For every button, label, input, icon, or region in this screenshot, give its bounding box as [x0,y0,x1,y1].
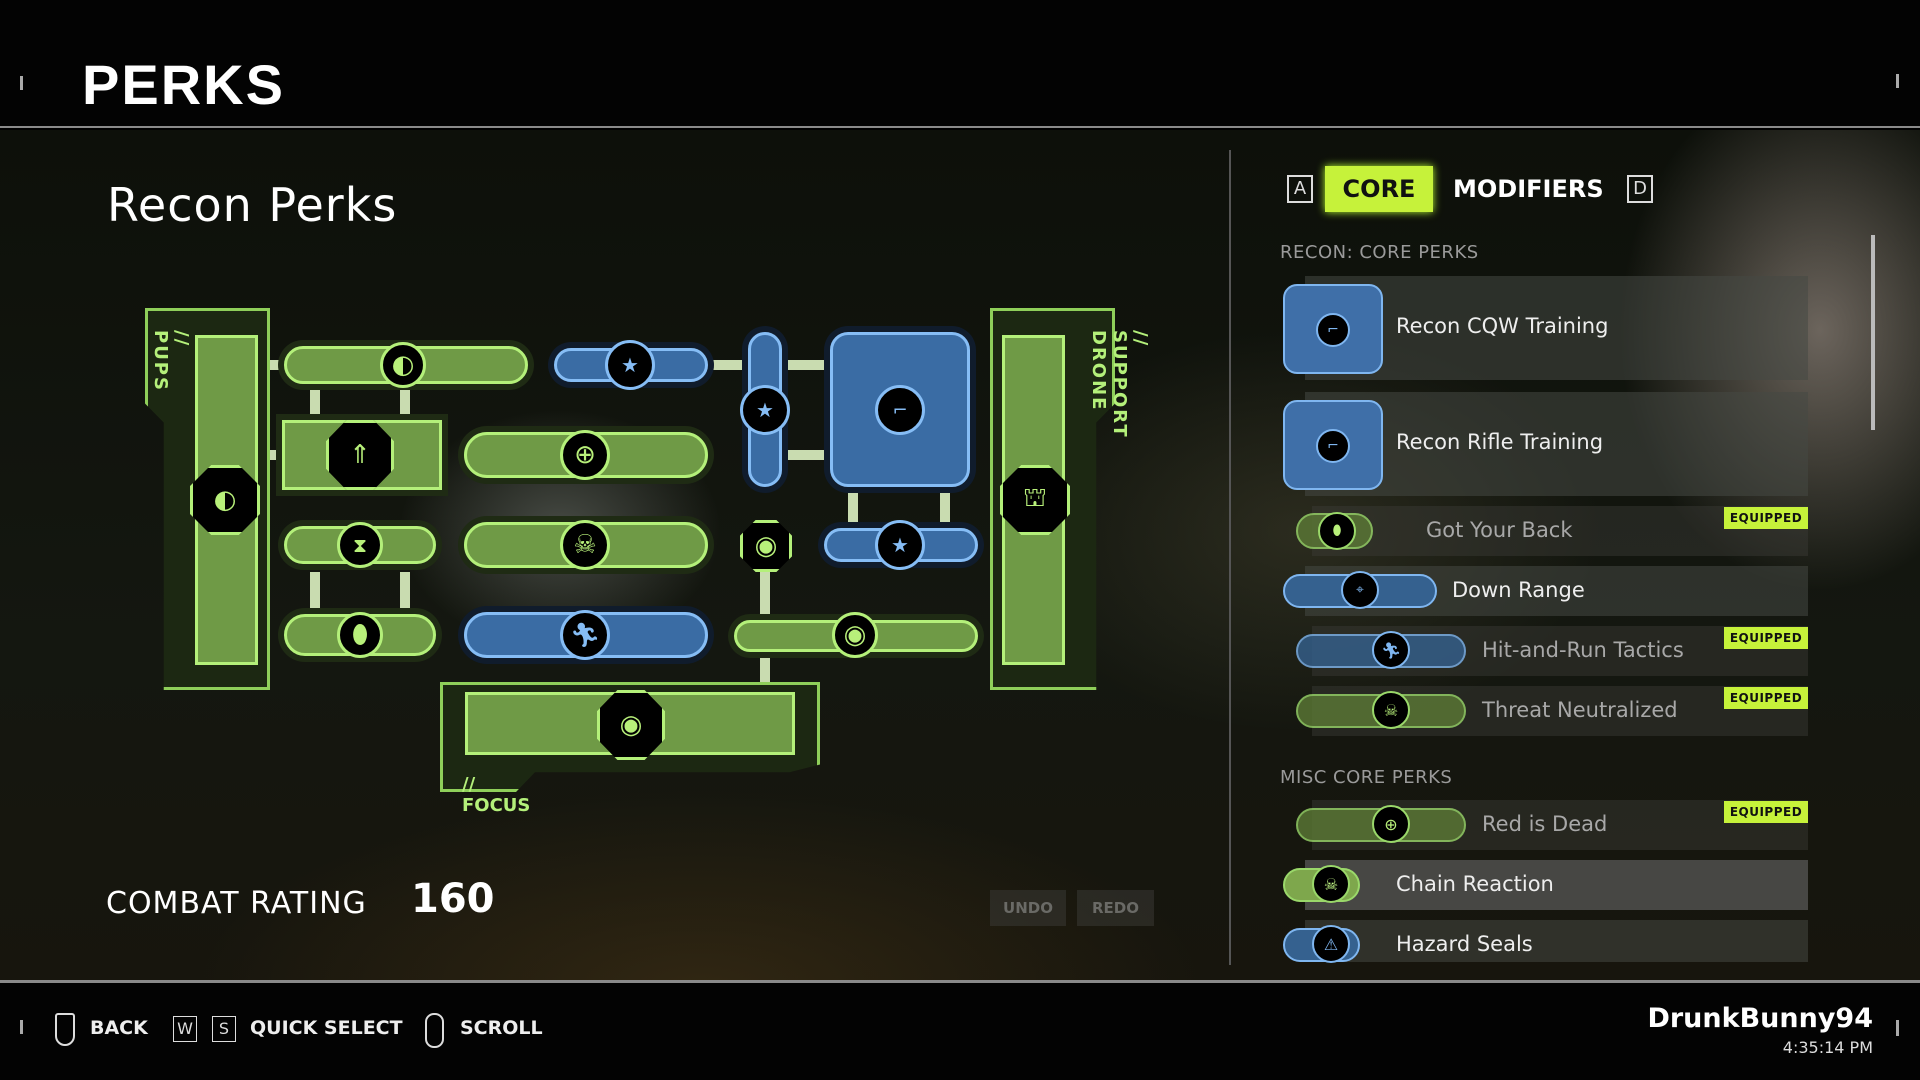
redo-button[interactable]: REDO [1077,890,1154,926]
eye-icon[interactable]: ◉ [740,520,792,572]
header-bar: PERKS [0,0,1920,128]
perk-node-training[interactable] [830,332,970,487]
combat-rating-value: 160 [411,876,495,922]
list-item-recon-rifle[interactable] [1305,392,1808,496]
combat-rating-label: COMBAT RATING [106,886,367,921]
key-d-hint[interactable]: D [1627,175,1653,203]
mouse-left-icon [55,1013,75,1046]
skulls-icon: ☠ [1312,865,1350,903]
smg-icon: ⌐ [1316,313,1350,347]
crosshair-icon: ⌖ [1341,571,1379,609]
username: DrunkBunny94 [1647,1003,1873,1034]
key-a-hint[interactable]: A [1287,175,1313,203]
hourglass-icon: ⧗ [337,522,383,568]
rifles-icon: ⌐ [875,385,925,435]
orb-icon: ◐ [380,342,426,388]
rifle-icon: ⌐ [1316,429,1350,463]
equipped-badge: EQUIPPED [1724,687,1808,709]
running-man-icon: 🏃︎ [1372,631,1410,669]
connector [940,487,950,523]
drone-icon[interactable]: ⛫ [1000,465,1070,535]
section-recon-core: RECON: CORE PERKS [1280,242,1479,263]
connector [262,450,286,460]
perk-name: Recon Rifle Training [1396,430,1604,454]
undo-button[interactable]: UNDO [990,890,1066,926]
running-man-icon: 🏃︎ [560,610,610,660]
connector [310,572,320,612]
perk-name: Recon CQW Training [1396,314,1609,338]
eye-icon: ◉ [832,612,878,658]
mouse-scroll-icon [425,1013,444,1048]
bullet-icon: ⬮ [337,612,383,658]
connector [708,360,748,370]
perk-name: Threat Neutralized [1482,698,1678,722]
perk-name: Hit-and-Run Tactics [1482,638,1684,662]
scrollbar[interactable] [1871,235,1875,430]
equipped-badge: EQUIPPED [1724,801,1808,823]
footer-bar [0,980,1920,1080]
key-w: W [173,1016,197,1042]
list-item-recon-cqw[interactable] [1305,276,1808,380]
connector [262,360,286,370]
tab-modifiers[interactable]: MODIFIERS [1453,175,1604,203]
connector [848,487,858,523]
perk-name: Down Range [1452,578,1585,602]
squad-boost-icon: ⇑ [326,420,394,490]
connector [782,450,832,460]
equipped-badge: EQUIPPED [1724,627,1808,649]
perk-name: Hazard Seals [1396,932,1533,956]
page-title: PERKS [82,53,285,116]
focus-label: // FOCUS [462,774,531,816]
perk-name: Got Your Back [1426,518,1573,542]
focus-eye-icon[interactable]: ◉ [597,690,665,760]
bracket-tick [1896,1020,1899,1036]
connector [400,390,410,420]
bracket-tick [20,1020,23,1034]
list-item-chain-reaction[interactable] [1305,860,1808,910]
support-drone-label: // SUPPORT DRONE [1088,330,1151,439]
bracket-tick [20,76,23,90]
list-item-hazard-seals[interactable] [1305,920,1808,962]
tree-title: Recon Perks [107,178,398,232]
skull-icon: ☠ [1372,691,1410,729]
eye-target-icon: ⊕ [560,430,610,480]
rifle-star-icon: ★ [740,385,790,435]
quick-select-hint[interactable]: QUICK SELECT [250,1017,403,1039]
scroll-hint[interactable]: SCROLL [460,1017,543,1039]
smg-star-icon: ★ [875,520,925,570]
section-misc-core: MISC CORE PERKS [1280,767,1453,788]
connector [310,390,320,420]
pups-label: // PUPS [150,330,192,392]
smg-star-icon: ★ [605,340,655,390]
tab-core[interactable]: CORE [1325,166,1433,212]
back-hint[interactable]: BACK [90,1017,148,1039]
eye-target-icon: ⊕ [1372,805,1410,843]
bracket-tick [1896,74,1899,88]
connector [782,360,832,370]
perk-name: Red is Dead [1482,812,1608,836]
perk-name: Chain Reaction [1396,872,1554,896]
bullet-icon: ⬮ [1318,512,1356,550]
connector [400,572,410,612]
pups-orb-icon[interactable]: ◐ [190,465,260,535]
connector [760,655,770,685]
skull-icon: ☠ [560,520,610,570]
connector [760,570,770,615]
key-s: S [212,1016,236,1042]
hazard-icon: ⚠ [1312,925,1350,963]
clock: 4:35:14 PM [1782,1038,1873,1057]
equipped-badge: EQUIPPED [1724,507,1808,529]
divider [1229,150,1231,965]
